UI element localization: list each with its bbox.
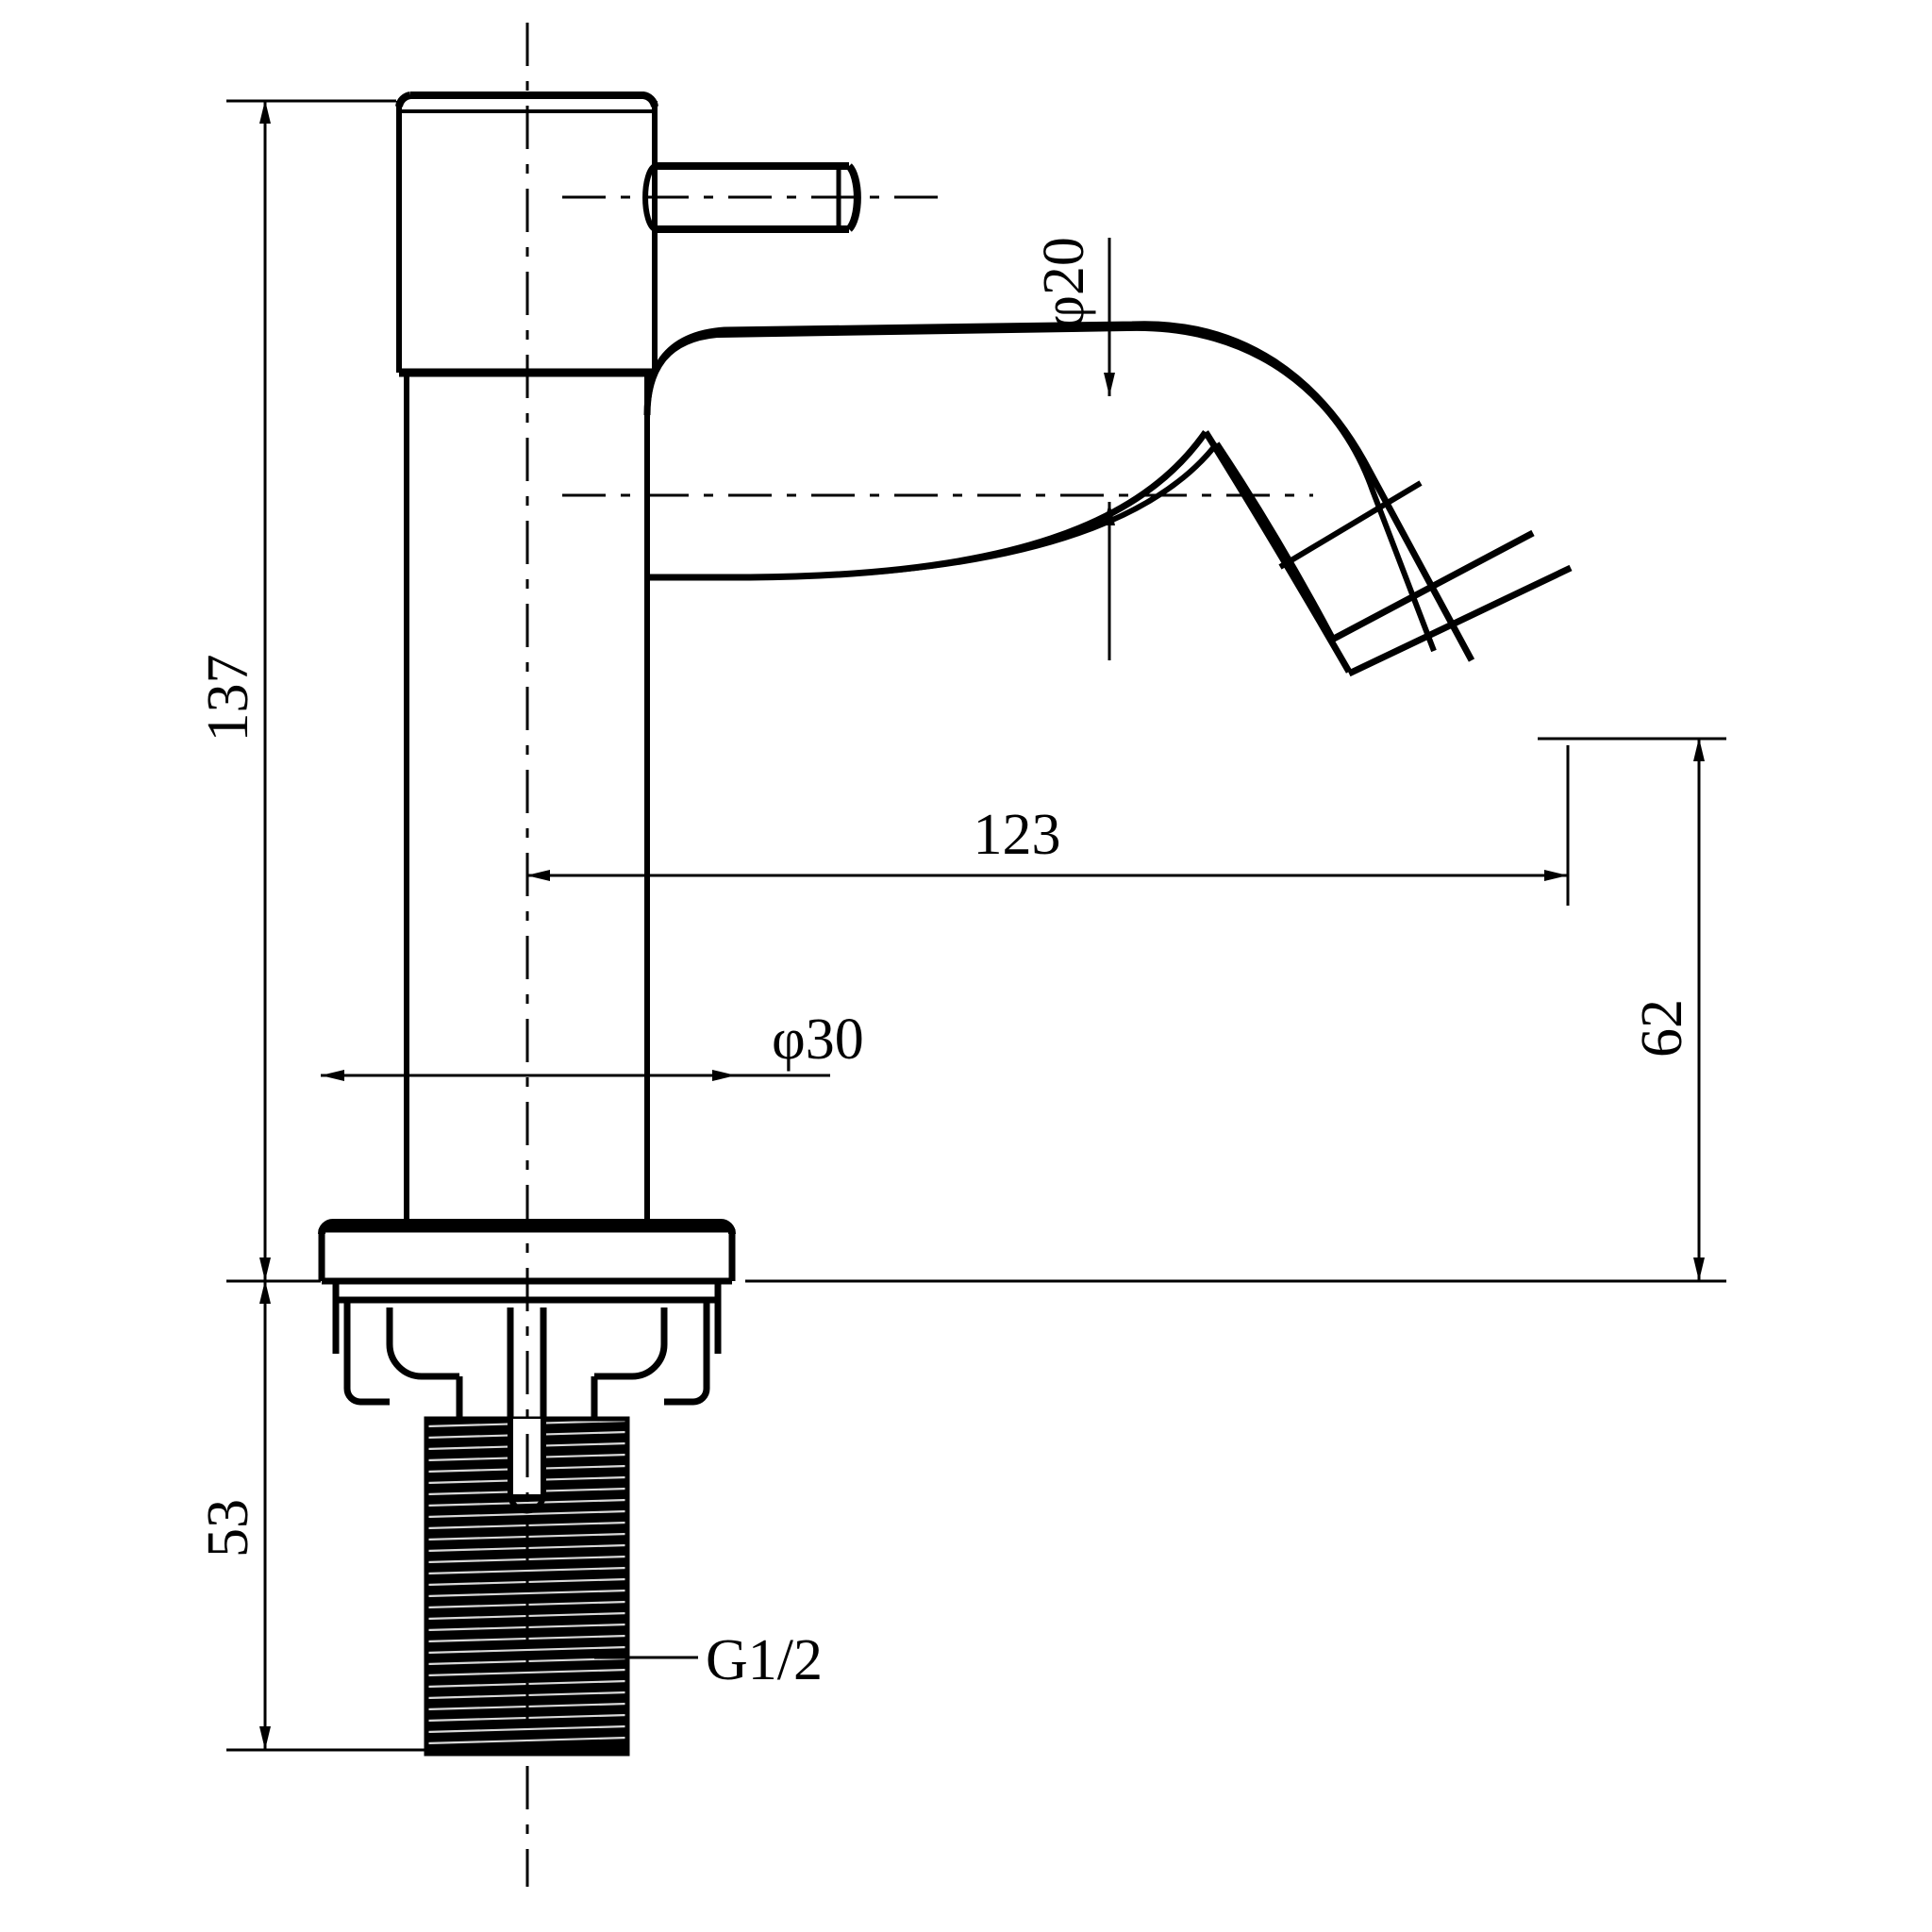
dim-label-g12: G1/2 [706,1628,823,1692]
dim-label-53: 53 [196,1499,260,1557]
spout-outline [643,321,1573,677]
dim-label-d20: φ20 [1032,237,1096,329]
dim-label-d30: φ30 [772,1008,864,1072]
lever-handle [642,162,861,233]
dimension-text: 137 53 62 123 φ30 φ20 G1/2 [196,237,1694,1692]
dimension-lines [226,99,1726,1752]
dim-123 [526,745,1570,906]
centre-lines [525,23,1313,1887]
base-flange [318,1219,736,1426]
dim-label-137: 137 [196,655,260,742]
dim-label-62: 62 [1630,999,1694,1058]
lower-body-column [404,373,650,1229]
dim-label-123: 123 [974,803,1061,867]
curved-spout [644,325,1535,653]
